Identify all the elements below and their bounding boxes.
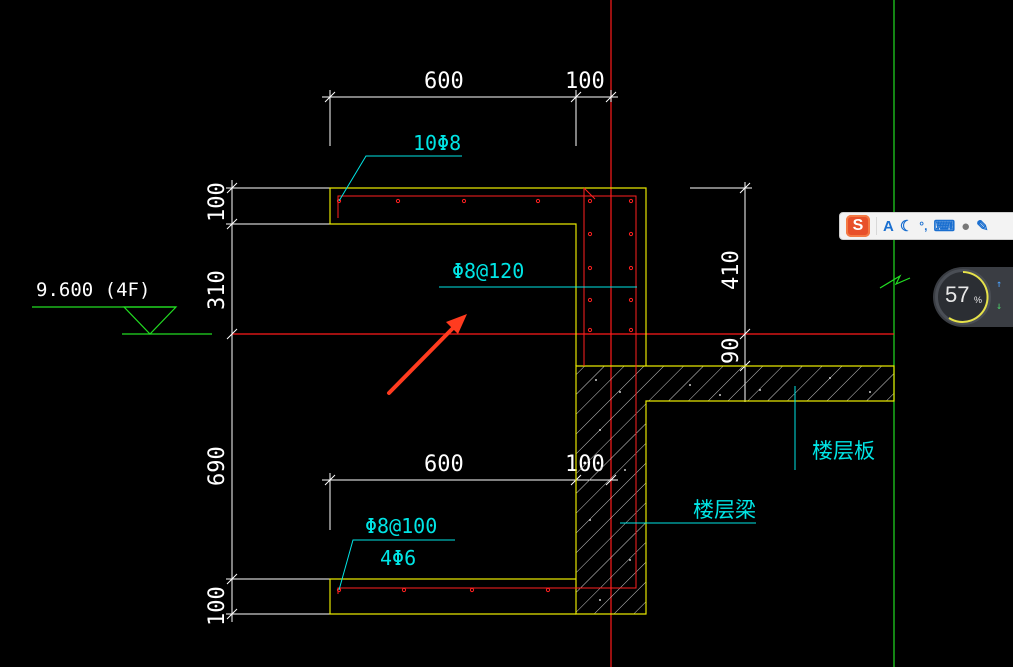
speed-widget[interactable]: 57 % ↑ ↓: [933, 267, 1013, 327]
rebar-dots: [336, 198, 634, 593]
stirrup-bottom-label: Φ8@100: [365, 514, 437, 538]
floor-beam-section: [575, 365, 895, 615]
upload-arrow-icon: ↑: [996, 279, 1003, 290]
punct-icon[interactable]: °,: [919, 219, 928, 233]
red-arrow-annotation: [387, 314, 467, 395]
dim-top-tick-left: [324, 91, 336, 103]
keyboard-icon[interactable]: ⌨: [933, 218, 956, 235]
rebar-top: [337, 195, 637, 366]
rebar-top-label: 10Φ8: [413, 131, 461, 155]
dim-left-tick-2: [226, 218, 238, 230]
floor-slab-label: 楼层板: [812, 439, 875, 463]
elevation-triangle: [122, 306, 178, 335]
rebar-bottom-label: 4Φ6: [380, 546, 416, 570]
ime-logo-icon[interactable]: S: [846, 215, 870, 237]
elevation-text: 9.600 (4F): [36, 279, 150, 301]
speed-value: 57: [945, 282, 970, 307]
dim-left-690: 690: [205, 446, 230, 486]
dim-right-tick-1: [739, 182, 751, 194]
dim-left-100-top: 100: [205, 182, 230, 222]
dim-left-tick-3: [226, 328, 238, 340]
aggregate-dots: [589, 377, 871, 601]
speed-arc: [948, 271, 989, 323]
moon-icon[interactable]: ☾: [899, 218, 914, 235]
leader-bottom-rebar: [338, 539, 455, 591]
floor-beam-label: 楼层梁: [693, 498, 756, 522]
dim-mid-tick-left: [324, 474, 336, 486]
dim-top-tick-right: [605, 91, 617, 103]
dim-mid-600: 600: [424, 452, 464, 477]
rebar-stirrup-tail: [583, 187, 596, 200]
dim-right-90: 90: [719, 338, 744, 365]
dim-left-tick-1: [226, 182, 238, 194]
speed-ring: [935, 269, 991, 325]
dim-left-tick-5: [226, 608, 238, 620]
dim-left-100-bottom: 100: [205, 586, 230, 626]
dim-top-tick-mid: [570, 91, 582, 103]
wrench-icon[interactable]: ✎: [976, 218, 989, 235]
dim-left-tick-4: [226, 573, 238, 585]
break-mark: [879, 274, 911, 289]
leader-top-rebar: [338, 155, 462, 202]
dim-right-410: 410: [719, 250, 744, 290]
ime-toolbar[interactable]: S A ☾ °, ⌨ ● ✎: [839, 212, 1013, 240]
ime-mode-button[interactable]: A: [883, 217, 894, 235]
download-arrow-icon: ↓: [996, 301, 1003, 312]
dim-top-100: 100: [565, 69, 605, 94]
ime-separator: [876, 217, 877, 235]
bottom-slab-outline: [329, 578, 576, 615]
dim-top-600: 600: [424, 69, 464, 94]
user-icon[interactable]: ●: [961, 217, 971, 235]
dim-left-310: 310: [205, 270, 230, 310]
dim-right-tick-2: [739, 328, 751, 340]
section-outline: [329, 187, 647, 366]
stirrup-top-label: Φ8@120: [452, 259, 524, 283]
speed-unit: %: [974, 295, 983, 305]
